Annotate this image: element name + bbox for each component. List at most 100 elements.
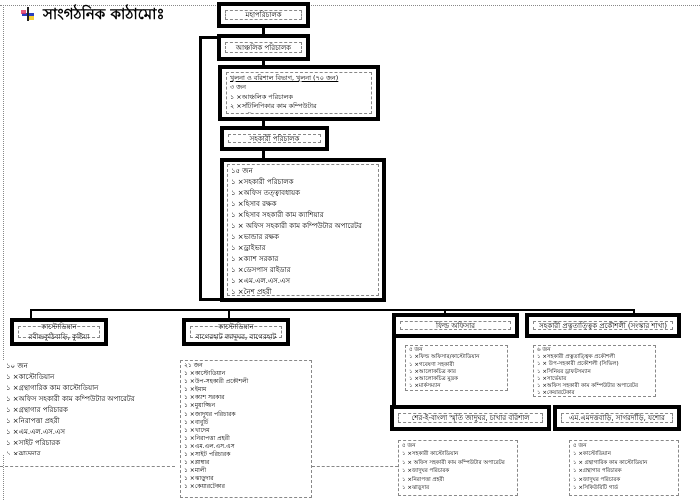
staff-item: ১ ×মার্কসম্যান	[409, 383, 441, 390]
connector	[312, 466, 398, 467]
node-assistant-engineer: সহকারী প্রত্নতাত্ত্বিক প্রকৌশলী (সংস্কার…	[525, 313, 681, 338]
staff-item: ১ ×সিনিয়র ড্রাফটসম্যান	[537, 368, 591, 375]
staff-item: ১ ×জাদুঘর পরিচারক	[184, 410, 236, 418]
connector	[199, 36, 219, 39]
staff-item: ১ ×মুয়াজ্জিন	[184, 402, 216, 410]
staff-item: ১ ×আলোকচিত্র কার	[409, 368, 456, 375]
staff-item: ১ ×এম.এল.এস.এস	[184, 442, 235, 450]
staff-item: ১ ×ঝাড়ুদার	[184, 475, 214, 483]
staff-list: খুলনা ও বরিশাল বিভাগ, খুলনা (৭০ জন) ৩ জন…	[226, 72, 372, 114]
node-director-general: মহাপরিচালক	[217, 2, 310, 28]
staff-item: ১ ×ক্যাশ সরকার	[184, 394, 225, 402]
staff-item: ১ ×মালী	[184, 467, 207, 475]
staff-item: ১ ×জাদুঘর পরিচারক	[573, 476, 621, 483]
node-field-officer: ফিল্ড অফিসার	[392, 313, 519, 338]
page-title: সাংগঠনিক কাঠামোঃ	[43, 5, 165, 23]
staff-item: ১ ×এম.এল.এস.এস	[6, 428, 65, 436]
staff-count: ৫ জন	[573, 443, 587, 449]
staff-count: ৫ জন	[402, 443, 416, 449]
staff-item: ১ ×সহকারী পরিচালক	[231, 178, 294, 186]
staff-item: ১ ×অফিস সহকারী কাম কম্পিউটার অপারেটর	[6, 395, 135, 403]
staff-item: ১ ×সহকারী প্রত্নতাত্ত্বিক প্রকৌশলী	[537, 354, 615, 361]
staff-item: ১ ×জাদুঘর পরিচারক	[402, 468, 450, 475]
staff-item: ১ ×সিকিউরিটি গার্ড	[573, 485, 619, 492]
staff-count: ৬ জন	[537, 347, 551, 353]
staff-item: ১ ×নিরাপত্তা প্রহরী	[184, 434, 230, 442]
connector	[392, 336, 396, 406]
staff-item: ১ ×অফিস সহকারী কাম কম্পিউটার অপারেটর	[537, 383, 639, 390]
connector	[30, 309, 635, 311]
staff-count: ৩ জন	[230, 83, 246, 92]
staff-item: ১ ×গবেষণা সহকারী	[409, 361, 455, 368]
node-sagardari-jessore: এম.এমদত্তবাড়ি, সাগরদাঁড়ি, যশোর	[553, 405, 681, 431]
staff-item: ১ ×গ্রন্থাগার পরিচারক	[573, 468, 622, 475]
staff-item: ১ × উপ-সহকারী প্রকৌশলী (সিভিল)	[537, 361, 619, 368]
staff-item: ১ ×ডেসপাস রাইডার	[231, 266, 291, 274]
node-label: শের-ই-বাংলা স্মৃতি জাদুঘর, চাখার বরিশাল	[411, 414, 530, 422]
connector	[262, 119, 265, 127]
staff-item: ১ ×সাইট পরিচারক	[184, 451, 231, 459]
staff-item: ১ ×কেয়ারটেকার	[537, 390, 575, 397]
node-label: কাস্টোডিয়ান	[41, 323, 77, 331]
staff-item: ১ ×ঝাড়ুদার	[6, 450, 41, 455]
staff-item: ১ ×সাইট পরিচারক	[6, 439, 61, 447]
node-label: মহাপরিচালক	[245, 11, 282, 19]
staff-item: ১ ×ড্রাইভার	[231, 244, 266, 252]
staff-item: ১ ×কাস্টোডিয়ান	[6, 373, 55, 381]
node-label: সহকারী পরিচালক	[249, 134, 300, 143]
connector	[30, 309, 32, 319]
staff-item: ১ ×আঞ্চলিক পরিচালক	[230, 92, 293, 101]
staff-item: অপারেটর...	[230, 112, 368, 113]
staff-item: ১ ×ক্যাশ সরকার	[231, 255, 279, 263]
staff-item: ১ × গ্রন্থাগারিক কাম কাস্টোডিয়ান	[573, 459, 648, 466]
connector	[228, 309, 230, 319]
staff-count: ২১ জন	[184, 362, 203, 369]
staff-count: ১৫ জন	[231, 167, 253, 175]
connector	[444, 309, 446, 314]
staff-item: ২ ×সাঁটলিপিকার কাম কম্পিউটার	[230, 102, 317, 111]
connector	[199, 36, 202, 300]
node-label: এম.এমদত্তবাড়ি, সাগরদাঁড়ি, যশোর	[569, 414, 665, 422]
connector	[0, 466, 175, 467]
staff-item: ১ ×খাদেম	[184, 426, 210, 434]
staff-item: ১ ×প্লাম্বার	[184, 459, 210, 467]
node-sher-e-bangla-museum: শের-ই-বাংলা স্মৃতি জাদুঘর, চাখার বরিশাল	[390, 405, 551, 431]
page-border-top	[0, 5, 700, 6]
node-label: ফিল্ড অফিসার	[435, 321, 476, 330]
staff-item: ১ ×গ্রন্থাগার পরিচারক	[6, 406, 68, 414]
staff-item: ১ ×কাস্টোডিয়ান	[573, 451, 611, 458]
node-khulna-division: খুলনা ও বরিশাল বিভাগ, খুলনা (৭০ জন) ৩ জন…	[218, 65, 380, 121]
page-border-left	[3, 5, 4, 500]
staff-item: ১ × অফিস সহকারী কাম কম্পিউটার অপারেটর	[231, 222, 362, 230]
connector	[262, 60, 265, 66]
staff-item: ১ ×ভান্ডার রক্ষক	[231, 233, 279, 241]
connector	[199, 298, 221, 301]
staff-item: ১ ×কেয়ারটেকার	[184, 483, 225, 491]
node-heading: খুলনা ও বরিশাল বিভাগ, খুলনা (৭০ জন)	[230, 74, 339, 82]
staff-count: ৫ জন	[409, 347, 423, 353]
staff-item: ১ ×উপ-সহকারী প্রকৌশলী	[184, 378, 249, 386]
staff-item: ১ ×আলোকচিত্র মুদ্রক	[409, 376, 458, 383]
staff-item: ১ ×সার্ভেয়ার	[537, 375, 567, 382]
staff-item: ১ ×ফিল্ড অফিসার/কাস্টোডিয়ান	[409, 354, 480, 361]
staff-item: ১ × অফিস সহকারী কাম কম্পিউটার অপারেটর	[402, 459, 505, 466]
staff-item: ১ ×হিসাব সহকারী কাম ক্যাশিয়ার	[231, 211, 324, 219]
staff-item: ১ ×হিসাব রক্ষক	[231, 200, 277, 208]
connector	[633, 309, 635, 314]
staff-item: ১ ×সহকারী কাস্টোডিয়ান	[402, 451, 459, 458]
staff-count: ১০ জন	[6, 362, 28, 370]
staff-item: ১ ×নিরাপত্তা প্রহরী	[402, 476, 445, 483]
staff-item: ১ ×বাবুর্চি	[184, 418, 209, 426]
staff-item: ১ ×ইমাম	[184, 386, 207, 394]
node-regional-director: আঞ্চলিক পরিচালক	[217, 34, 310, 61]
node-label: সহকারী প্রত্নতাত্ত্বিক প্রকৌশলী (সংস্কার…	[539, 321, 667, 330]
